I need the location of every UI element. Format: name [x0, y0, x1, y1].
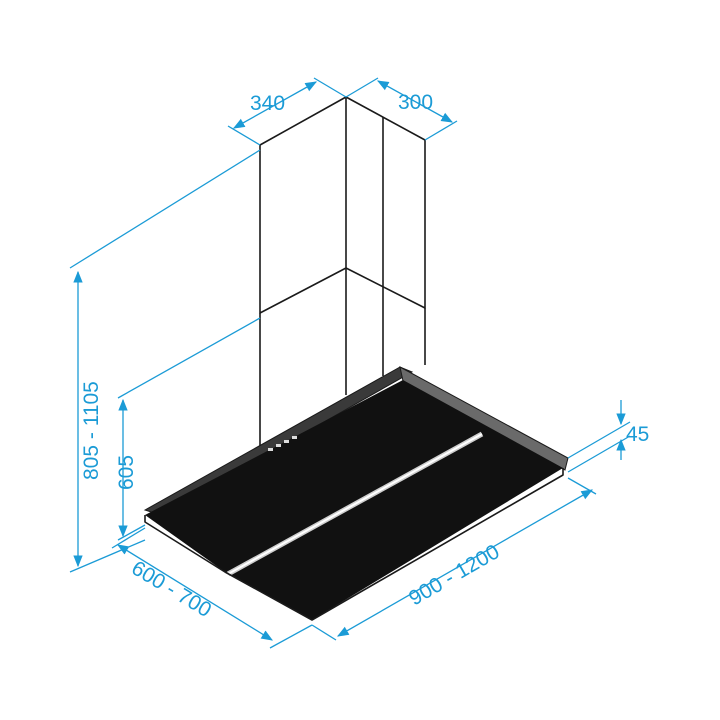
label-canopy-thickness: 45	[626, 423, 649, 446]
label-canopy-depth: 600 - 700	[127, 557, 215, 622]
label-chimney-left-depth: 340	[250, 92, 285, 115]
label-total-height: 805 - 1105	[80, 381, 103, 480]
canopy	[143, 366, 569, 621]
label-chimney-right-depth: 300	[398, 91, 433, 114]
control-buttons	[268, 436, 297, 451]
label-chimney-height: 605	[115, 455, 138, 490]
dimension-lines	[69, 77, 631, 649]
glass-panel-rear	[145, 380, 563, 620]
